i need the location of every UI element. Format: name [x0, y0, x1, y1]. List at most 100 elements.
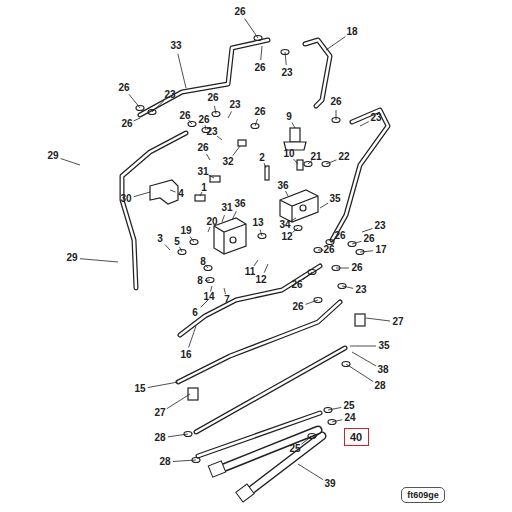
callout-number: 26	[329, 96, 342, 108]
leader-line	[211, 286, 213, 292]
leader-line	[332, 420, 342, 422]
callout-number: 8	[199, 256, 207, 268]
callout-number: 23	[354, 284, 367, 296]
leader-line	[293, 228, 299, 233]
figure-id: ft609ge	[407, 490, 439, 500]
leader-line	[336, 110, 337, 120]
leader-line	[254, 260, 258, 266]
o-rings	[136, 36, 364, 463]
callout-number: 40	[350, 431, 362, 443]
callout-number: 35	[377, 340, 390, 352]
leader-line	[170, 190, 176, 192]
callout-number: 23	[205, 126, 218, 138]
callout-number: 22	[337, 151, 350, 163]
leader-line	[152, 100, 164, 112]
callout-number: 26	[322, 244, 335, 256]
callout-number: 26	[120, 118, 133, 130]
callout-number: 23	[228, 99, 241, 111]
leader-line	[301, 436, 312, 444]
leader-line	[233, 146, 240, 156]
leader-line	[306, 300, 318, 304]
leader-line	[173, 460, 196, 461]
callout-number: 26	[117, 82, 130, 94]
leader-line	[298, 464, 323, 480]
callout-number: 26	[196, 142, 209, 154]
valve-blocks	[150, 128, 365, 400]
leader-line	[292, 123, 295, 129]
callout-number: 27	[391, 316, 404, 328]
leader-line	[366, 318, 390, 321]
o-ring	[206, 278, 214, 283]
callout-number: 29	[46, 150, 59, 162]
callout-number: 26	[233, 6, 246, 18]
callout-number: 26	[197, 114, 210, 126]
callout-number: 28	[153, 432, 166, 444]
callout-number: 39	[323, 478, 336, 490]
leader-line	[232, 211, 236, 220]
callout-number: 33	[169, 40, 182, 52]
o-ring	[326, 240, 334, 245]
leader-line	[360, 122, 369, 126]
callout-number: 20	[205, 216, 218, 228]
callout-number: 18	[345, 26, 358, 38]
callout-number: 27	[153, 407, 166, 419]
callout-number: 26	[291, 301, 304, 313]
callout-number: 19	[179, 225, 192, 237]
leader-line	[264, 163, 266, 168]
leader-line	[214, 106, 216, 114]
callout-number: 26	[206, 92, 219, 104]
leader-line	[134, 192, 150, 197]
leader-line	[134, 118, 141, 121]
leader-line	[326, 37, 345, 50]
leader-line	[286, 191, 289, 196]
callout-number: 26	[350, 262, 363, 274]
highlighted-callout: 40	[344, 428, 369, 446]
callout-number: 26	[253, 106, 266, 118]
leader-line	[362, 229, 372, 232]
callout-number: 35	[328, 193, 341, 205]
callout-number: 1	[200, 182, 208, 194]
leader-line	[205, 280, 210, 282]
leader-line	[318, 250, 324, 251]
leader-line	[285, 52, 286, 65]
tube-outlines	[122, 40, 388, 456]
callout-number: 12	[280, 231, 293, 243]
callout-number: 17	[374, 244, 387, 256]
leader-line	[350, 346, 376, 347]
o-ring	[304, 162, 312, 167]
callout-number: 29	[65, 252, 78, 264]
callout-number: 12	[254, 274, 267, 286]
figure-id-box: ft609ge	[401, 487, 445, 503]
callout-number: 26	[253, 62, 266, 74]
leader-lines	[61, 19, 390, 480]
callout-number: 23	[163, 89, 176, 101]
callout-number: 26	[290, 279, 303, 291]
callout-number: 28	[373, 380, 386, 392]
leader-line	[352, 241, 361, 244]
leader-line	[245, 19, 258, 38]
leader-line	[80, 259, 118, 262]
leader-line	[342, 286, 353, 288]
leader-line	[208, 227, 210, 232]
leader-line	[207, 154, 211, 160]
callout-number: 24	[343, 412, 356, 424]
leader-line	[326, 160, 337, 164]
tube-fill	[122, 40, 388, 456]
leader-line	[165, 245, 170, 251]
callout-number: 23	[280, 67, 293, 79]
leader-line	[261, 46, 262, 60]
callout-number: 36	[233, 198, 246, 210]
callout-number: 26	[333, 230, 346, 242]
callout-number: 34	[278, 219, 291, 231]
leader-line	[178, 54, 186, 88]
leader-line	[260, 230, 262, 237]
callout-number: 7	[223, 294, 231, 306]
callout-number: 9	[285, 111, 293, 123]
leader-line	[217, 136, 222, 140]
leader-line	[294, 159, 299, 164]
leader-line	[129, 94, 140, 108]
leader-line	[360, 251, 373, 252]
callout-number: 2	[258, 152, 266, 164]
leader-line	[61, 159, 80, 165]
